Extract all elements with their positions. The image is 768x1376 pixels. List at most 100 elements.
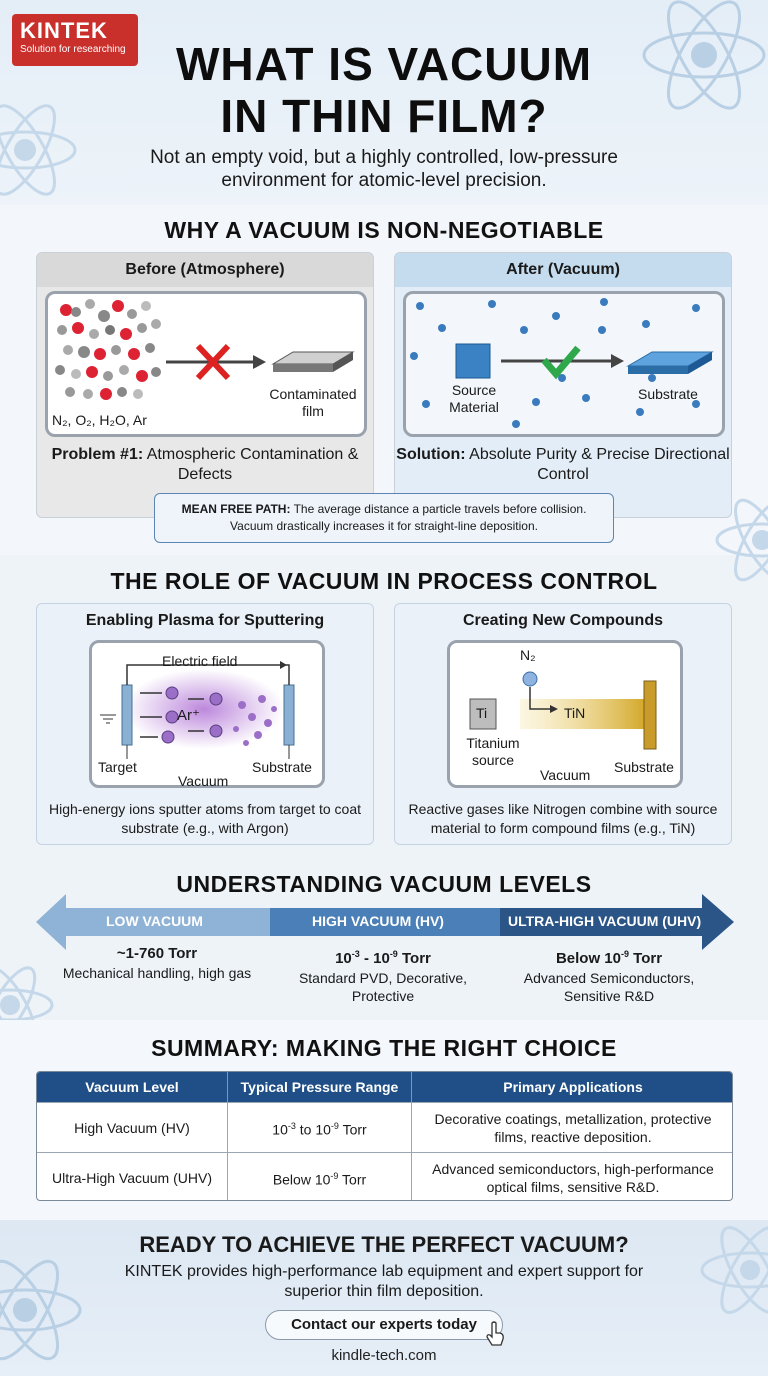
mean-free-path-note: MEAN FREE PATH: The average distance a p…	[154, 493, 614, 543]
mfp-term: MEAN FREE PATH:	[181, 502, 291, 516]
hv-range-mid: - 10	[359, 950, 390, 967]
gas-molecules	[55, 299, 355, 400]
target-label: Target	[98, 759, 137, 775]
after-panel: After (Vacuum) Source Materi	[394, 252, 732, 518]
compounds-vacuum-label: Vacuum	[540, 767, 591, 783]
tin-label: TiN	[564, 705, 586, 721]
page-subtitle: Not an empty void, but a highly controll…	[150, 147, 618, 191]
high-vacuum-apps: Standard PVD, Decorative, Protective	[298, 970, 468, 1004]
levels-section	[0, 860, 768, 1020]
compounds-substrate-label: Substrate	[614, 759, 674, 775]
table-header-cell: Primary Applications	[411, 1072, 732, 1102]
ti-label: Ti	[476, 705, 488, 721]
table-header-row: Vacuum Level Typical Pressure Range Prim…	[37, 1072, 732, 1102]
uhv-range: Below 10-9 Torr	[494, 944, 724, 969]
hv-range-exp2: -9	[389, 949, 398, 959]
titanium-source-label: Titanium source	[466, 735, 520, 768]
levels-title: UNDERSTANDING VACUUM LEVELS	[176, 871, 592, 897]
electric-field-label: Electric field	[162, 653, 238, 669]
after-caption-text: Absolute Purity & Precise Directional Co…	[465, 446, 730, 483]
hv-pressure-unit: Torr	[338, 1121, 367, 1138]
hv-pressure-base: 10	[272, 1121, 288, 1138]
table-cell-apps: Decorative coatings, metallization, prot…	[411, 1103, 732, 1152]
logo-tagline: Solution for researching	[20, 44, 126, 55]
summary-title: SUMMARY: MAKING THE RIGHT CHOICE	[151, 1035, 617, 1061]
before-caption-text: Atmospheric Contamination & Defects	[143, 446, 359, 483]
logo-wordmark: KINTEK	[20, 18, 108, 43]
high-vacuum-range: 10-3 - 10-9 Torr	[268, 944, 498, 969]
contaminated-film-label: Contaminated film	[269, 386, 357, 419]
before-panel: Before (Atmosphere)	[36, 252, 374, 518]
table-cell-apps: Advanced semiconductors, high-performanc…	[411, 1153, 732, 1200]
gas-label: N₂, O₂, H₂O, Ar	[52, 412, 147, 428]
high-vacuum-label: HIGH VACUUM (HV)	[312, 913, 444, 929]
before-diagram: N₂, O₂, H₂O, Ar Contaminated film	[45, 291, 367, 437]
plasma-head: Enabling Plasma for Sputtering	[85, 612, 325, 629]
table-header-cell: Vacuum Level	[85, 1079, 179, 1095]
atom-icon	[0, 104, 77, 196]
before-caption: Problem #1: Atmospheric Contamination & …	[37, 445, 373, 485]
plasma-substrate-label: Substrate	[252, 759, 312, 775]
nitrogen-label: N₂	[520, 647, 536, 663]
hv-pressure-exp1: -3	[287, 1120, 296, 1131]
uhv-details: Below 10-9 Torr Advanced Semiconductors,…	[494, 944, 724, 1005]
low-vacuum-details: ~1-760 Torr Mechanical handling, high ga…	[42, 944, 272, 982]
contact-experts-button[interactable]: Contact our experts today	[265, 1310, 504, 1346]
reactive-deposition-diagram	[469, 671, 657, 750]
atom-icon	[700, 1226, 768, 1314]
table-cell-level: Ultra-High Vacuum (UHV)	[52, 1169, 212, 1186]
low-vacuum-label: LOW VACUUM	[106, 913, 203, 929]
uhv-pressure-base: Below 10	[272, 1171, 331, 1188]
uhv-pressure-unit: Torr	[338, 1171, 367, 1188]
kintek-logo[interactable]: KINTEK Solution for researching	[12, 14, 138, 66]
table-header-cell: Typical Pressure Range	[227, 1072, 411, 1102]
uhv-range-exp: -9	[620, 949, 629, 959]
source-material-label: Source Material	[449, 382, 499, 415]
high-vacuum-details: 10-3 - 10-9 Torr Standard PVD, Decorativ…	[268, 944, 498, 1005]
table-cell-level: High Vacuum (HV)	[74, 1119, 190, 1136]
cta-title: READY TO ACHIEVE THE PERFECT VACUUM?	[139, 1232, 629, 1257]
compounds-head: Creating New Compounds	[462, 612, 663, 629]
table-cell-pressure: 10-3 to 10-9 Torr	[227, 1103, 411, 1152]
low-vacuum-range: ~1-760 Torr	[116, 945, 198, 962]
hv-pressure-mid: to 10	[295, 1121, 331, 1138]
plasma-diagram: Electric field Ar⁺ Target Vacuum Substra…	[89, 640, 325, 789]
uhv-apps: Advanced Semiconductors, Sensitive R&D	[523, 970, 695, 1004]
plasma-caption: High-energy ions sputter atoms from targ…	[48, 801, 362, 836]
atom-icon	[715, 498, 768, 582]
atom-icon	[642, 0, 766, 110]
before-caption-bold: Problem #1:	[51, 446, 144, 463]
after-caption-bold: Solution:	[396, 446, 466, 463]
hand-pointer-icon	[486, 1321, 504, 1346]
page-title: WHAT IS VACUUM IN THIN FILM?	[175, 38, 593, 142]
after-diagram: Source Material Substrate	[403, 291, 725, 437]
sputtering-diagram	[100, 661, 295, 759]
mfp-definition: The average distance a particle travels …	[290, 502, 587, 516]
contact-button-label: Contact our experts today	[291, 1316, 477, 1333]
hv-range-exp1: -3	[351, 949, 360, 959]
compounds-panel: Creating New Compounds N₂ Ti TiN Tita	[394, 603, 732, 845]
role-title: THE ROLE OF VACUUM IN PROCESS CONTROL	[110, 568, 658, 594]
why-title: WHY A VACUUM IS NON-NEGOTIABLE	[164, 217, 604, 243]
table-row: High Vacuum (HV) 10-3 to 10-9 Torr Decor…	[37, 1102, 732, 1152]
before-head: Before (Atmosphere)	[37, 253, 373, 287]
low-vacuum-apps: Mechanical handling, high gas	[62, 965, 252, 981]
compounds-diagram: N₂ Ti TiN Titanium source Vacuum Substra…	[447, 640, 683, 788]
table-cell-pressure: Below 10-9 Torr	[227, 1153, 411, 1200]
atom-icon	[0, 1259, 82, 1361]
vacuum-diagram	[410, 298, 714, 428]
cta-text: KINTEK provides high-performance lab equ…	[124, 1263, 644, 1300]
vacuum-label: Vacuum	[178, 773, 229, 789]
table-row: Ultra-High Vacuum (UHV) Below 10-9 Torr …	[37, 1152, 732, 1200]
hv-pressure-exp2: -9	[330, 1120, 339, 1131]
plasma-panel: Enabling Plasma for Sputtering	[36, 603, 374, 845]
vacuum-level-arrow	[36, 894, 734, 950]
website-link[interactable]: kindle-tech.com	[331, 1347, 437, 1364]
uhv-range-unit: Torr	[628, 950, 663, 967]
uhv-label: ULTRA-HIGH VACUUM (UHV)	[508, 913, 702, 929]
substrate-label: Substrate	[638, 386, 698, 402]
compounds-caption: Reactive gases like Nitrogen combine wit…	[408, 801, 718, 836]
argon-ion-label: Ar⁺	[177, 707, 200, 724]
hv-range-base: 10	[335, 950, 352, 967]
